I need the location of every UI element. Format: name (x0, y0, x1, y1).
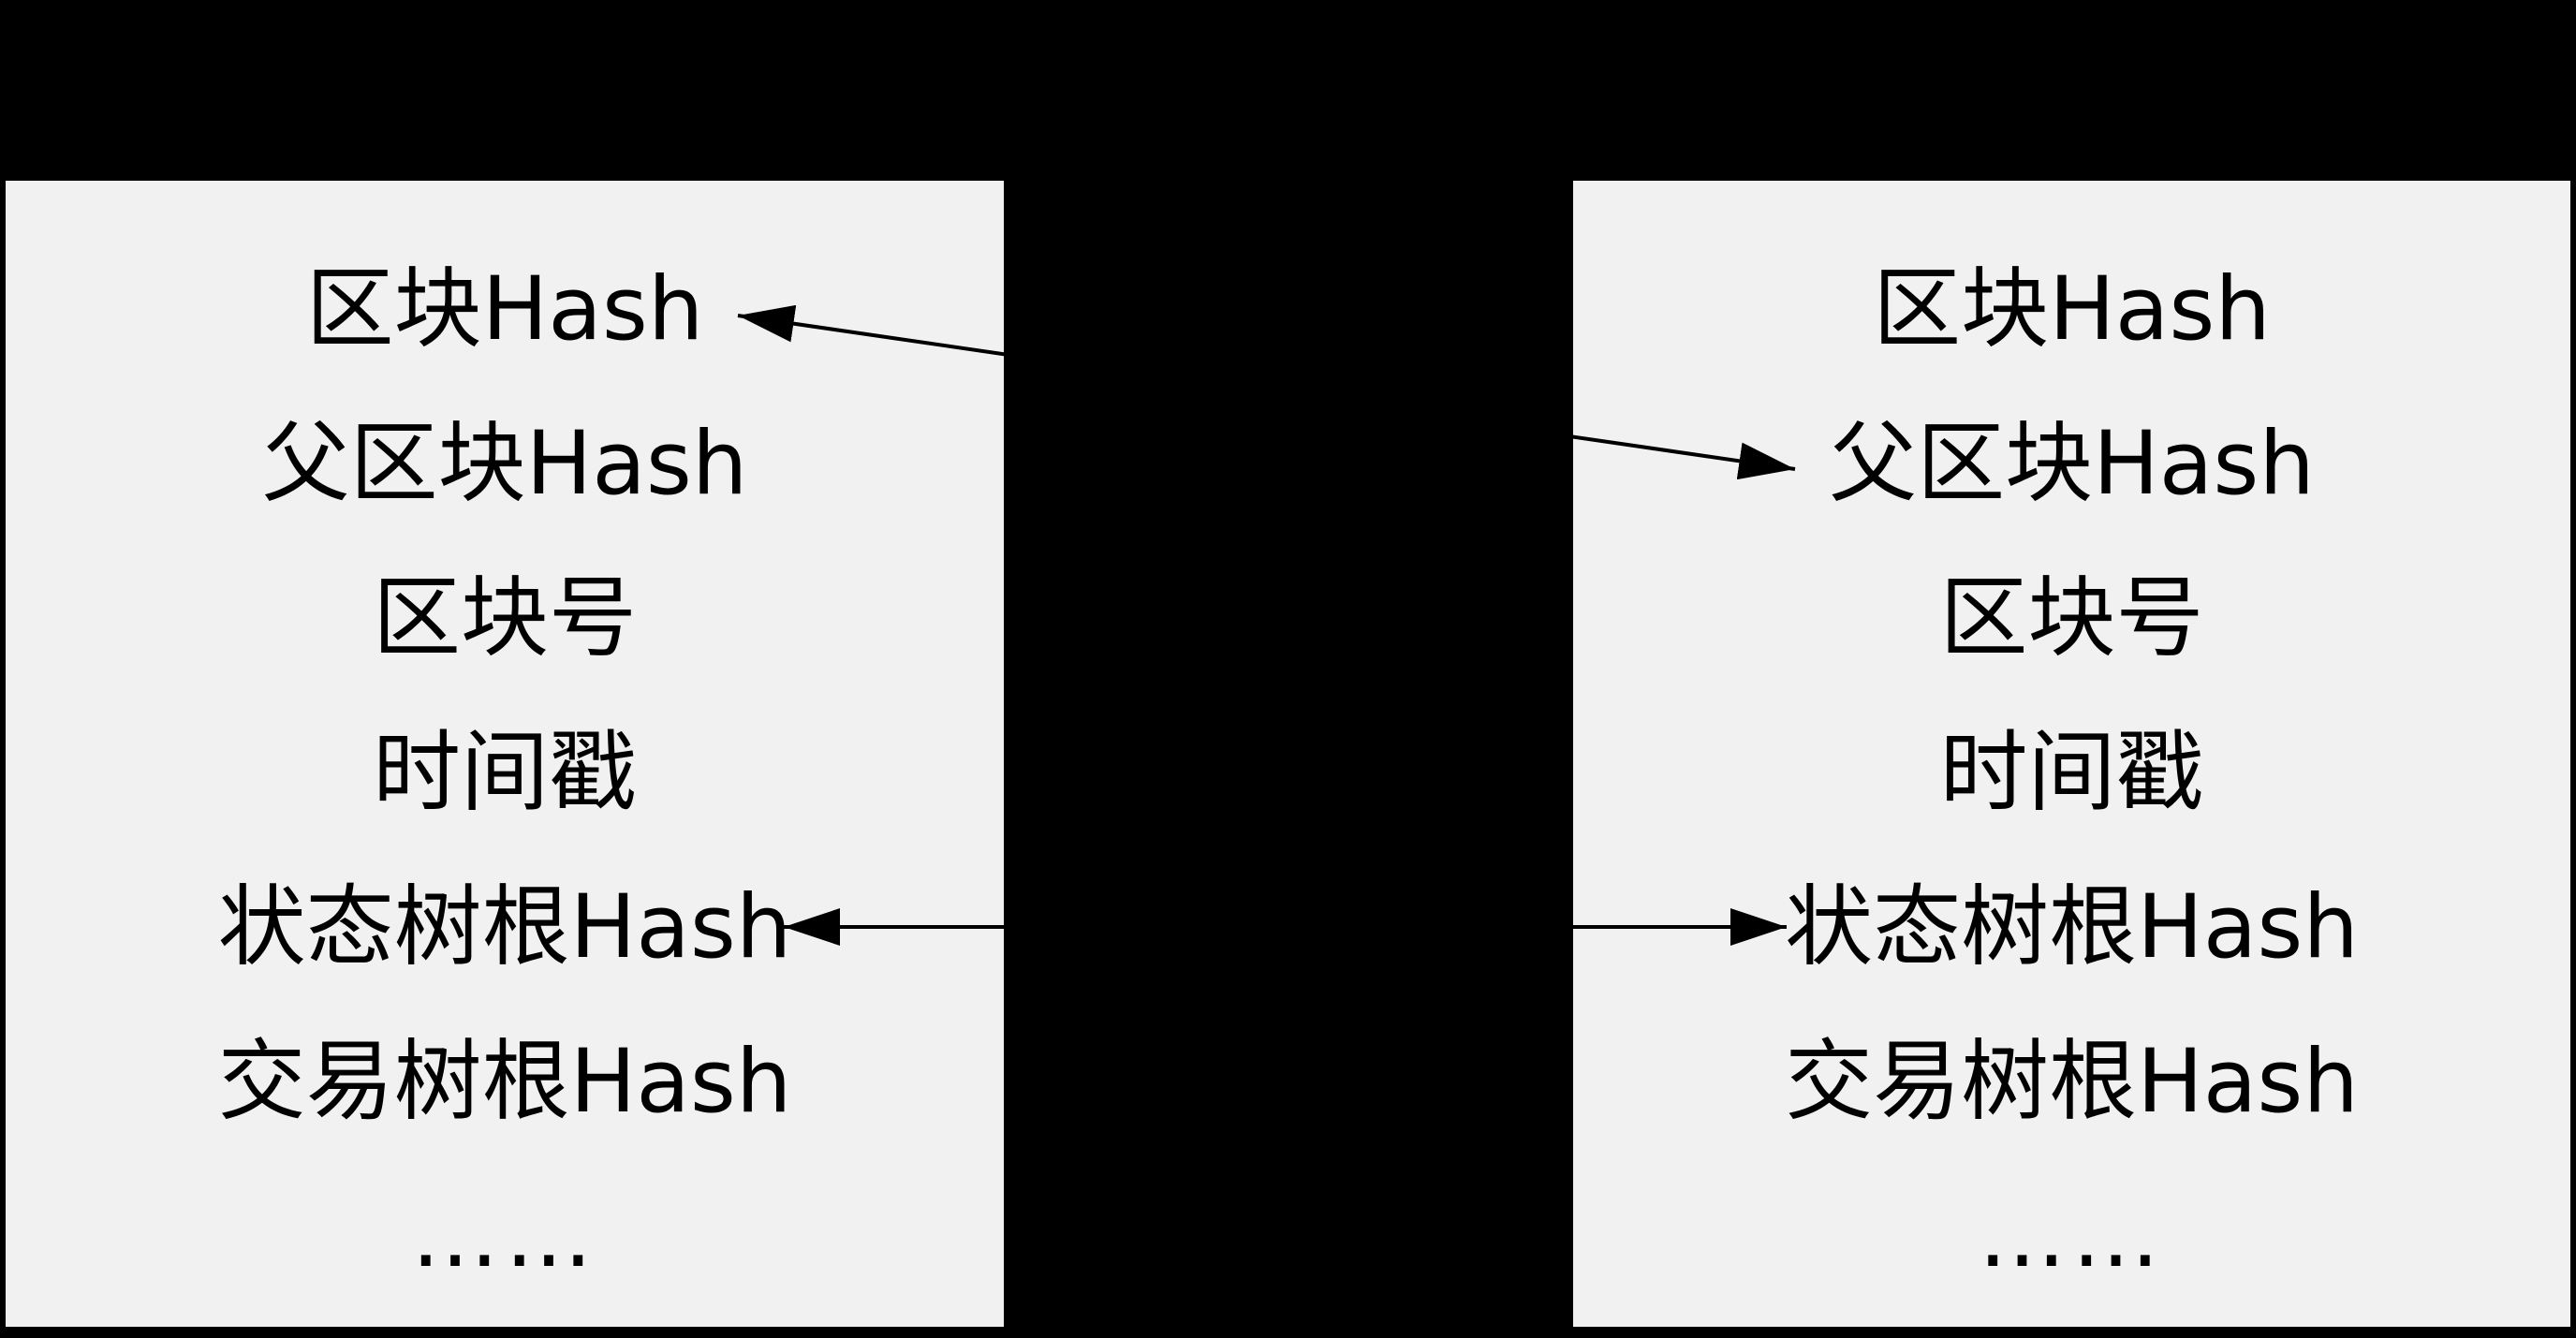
field-block-number: 区块号 (372, 567, 637, 669)
field-ellipsis: …… (1978, 1185, 2166, 1287)
block-left: 区块Hash 父区块Hash 区块号 时间戳 状态树根Hash 交易树根Hash… (6, 181, 1004, 1327)
field-state-root-hash: 状态树根Hash (217, 876, 792, 978)
field-tx-root-hash: 交易树根Hash (1785, 1031, 2359, 1133)
field-parent-block-hash: 父区块Hash (1829, 413, 2315, 515)
field-ellipsis: …… (411, 1185, 598, 1287)
field-parent-block-hash: 父区块Hash (261, 413, 748, 515)
field-block-hash: 区块Hash (305, 258, 704, 360)
field-tx-root-hash: 交易树根Hash (217, 1031, 792, 1133)
field-state-root-hash: 状态树根Hash (1785, 876, 2359, 978)
field-block-hash: 区块Hash (1873, 258, 2271, 360)
field-timestamp: 时间戳 (372, 722, 637, 824)
block-right: 区块Hash 父区块Hash 区块号 时间戳 状态树根Hash 交易树根Hash… (1573, 181, 2570, 1327)
field-timestamp: 时间戳 (1939, 722, 2204, 824)
field-block-number: 区块号 (1939, 567, 2204, 669)
